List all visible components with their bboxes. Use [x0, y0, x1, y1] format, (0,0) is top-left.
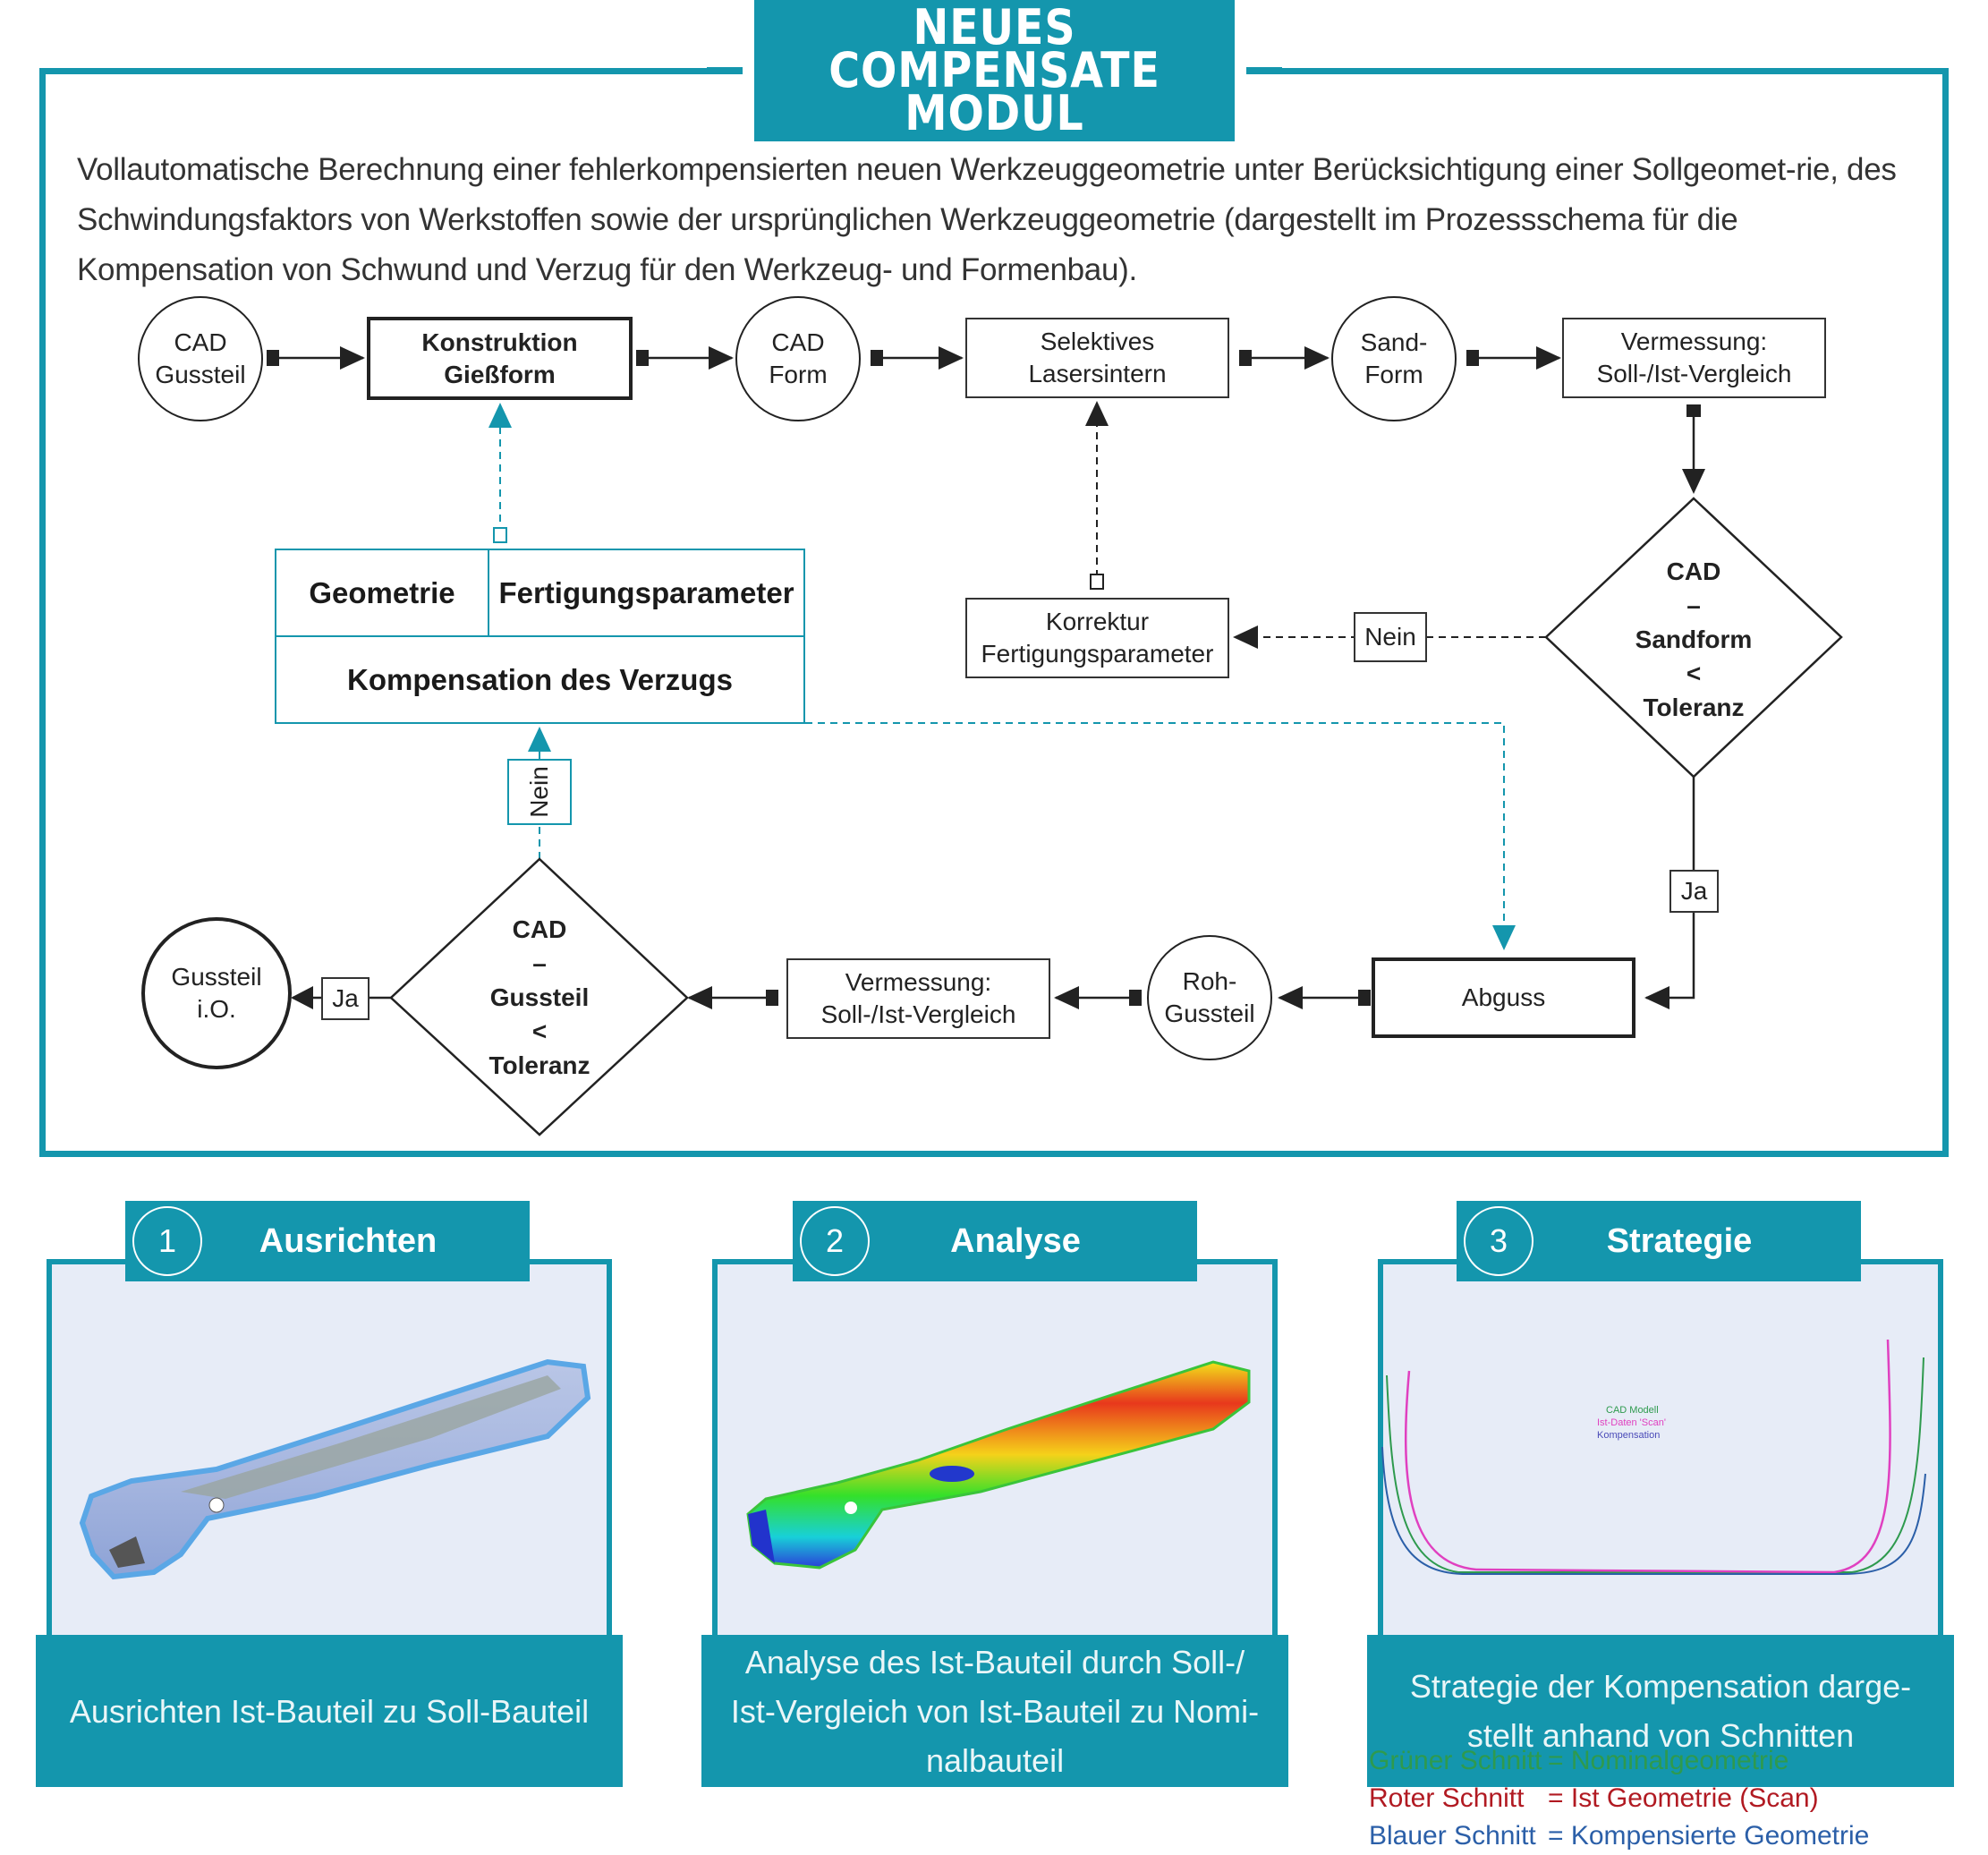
- card-title: Ausrichten: [259, 1221, 438, 1260]
- tag-ja-right: Ja: [1669, 870, 1719, 913]
- section-curves-image: CAD Modell Ist-Daten 'Scan' Kompensation: [1381, 1339, 1926, 1575]
- node-roh-gussteil: Roh-Gussteil: [1147, 935, 1272, 1060]
- card-title: Analyse: [950, 1221, 1081, 1260]
- card-header: 3 Strategie: [1457, 1201, 1861, 1281]
- title-line-3: MODUL: [905, 85, 1084, 141]
- tag-nein-left: Nein: [507, 759, 572, 825]
- curve-blue: [1381, 1446, 1926, 1575]
- cell-fertigungsparameter: Fertigungsparameter: [489, 550, 803, 637]
- title-connector-left: [707, 67, 743, 74]
- intro-text: Vollautomatische Berechnung einer fehler…: [77, 152, 1897, 287]
- title-banner: NEUES COMPENSATE MODUL: [754, 0, 1235, 141]
- card-header: 1 Ausrichten: [125, 1201, 530, 1281]
- card-strategie: 3 Strategie CAD Modell Ist-Daten 'Scan' …: [1367, 1201, 1954, 1787]
- deviation-heatmap-image: [746, 1360, 1251, 1570]
- plot-legend-cad: CAD Modell: [1606, 1405, 1659, 1416]
- decision-gussteil-shape: [389, 857, 689, 1136]
- node-vermessung-bottom: Vermessung:Soll-/Ist-Vergleich: [786, 958, 1050, 1039]
- title-connector-right: [1246, 67, 1282, 74]
- card-caption: Analyse des Ist-Bauteil durch Soll-/ Ist…: [701, 1635, 1288, 1787]
- card-ausrichten: 1 Ausrichten Ausrichten Ist-Bauteil zu S…: [36, 1201, 623, 1787]
- cell-kompensation: Kompensation des Verzugs: [347, 662, 733, 696]
- dashed-table-to-abguss: [805, 722, 1505, 931]
- node-sandform: Sand-Form: [1331, 296, 1457, 421]
- aligned-part-image: [79, 1358, 591, 1580]
- legend-green: Grüner Schnitt= Nominalgeometrie: [1369, 1746, 1789, 1775]
- curve-red: [1404, 1339, 1891, 1574]
- curve-green: [1386, 1357, 1924, 1573]
- plot-legend-ist: Ist-Daten 'Scan': [1597, 1417, 1666, 1428]
- node-vermessung-top: Vermessung:Soll-/Ist-Vergleich: [1562, 318, 1826, 398]
- compensation-table: Geometrie Fertigungsparameter Kompensati…: [275, 549, 805, 724]
- decision-gussteil: CAD – Gussteil < Toleranz: [489, 915, 590, 1079]
- card-analyse: 2 Analyse Analyse des Ist-Bauteil durch …: [701, 1201, 1288, 1787]
- title-line-1: NEUES: [913, 0, 1076, 55]
- title-line-2: COMPENSATE: [828, 42, 1160, 98]
- section-legend: Grüner Schnitt= Nominalgeometrie Roter S…: [1369, 1742, 1869, 1855]
- tag-nein-top: Nein: [1354, 612, 1427, 662]
- node-abguss: Abguss: [1372, 957, 1635, 1038]
- decision-sandform-shape: [1544, 497, 1843, 779]
- legend-blue: Blauer Schnitt= Kompensierte Geometrie: [1369, 1821, 1870, 1851]
- legend-red: Roter Schnitt= Ist Geometrie (Scan): [1369, 1783, 1819, 1813]
- card-header: 2 Analyse: [793, 1201, 1197, 1281]
- cell-geometrie: Geometrie: [276, 550, 489, 637]
- card-caption: Ausrichten Ist-Bauteil zu Soll-Bauteil: [36, 1635, 623, 1787]
- plot-legend-komp: Kompensation: [1597, 1430, 1660, 1441]
- tag-ja-left: Ja: [321, 977, 370, 1020]
- step-number: 3: [1464, 1206, 1533, 1276]
- card-title: Strategie: [1606, 1221, 1753, 1260]
- step-number: 1: [132, 1206, 202, 1276]
- step-number: 2: [800, 1206, 870, 1276]
- decision-sandform: CAD – Sandform < Toleranz: [1635, 557, 1753, 721]
- card-caption: Strategie der Kompensation darge-stellt …: [1367, 1635, 1954, 1787]
